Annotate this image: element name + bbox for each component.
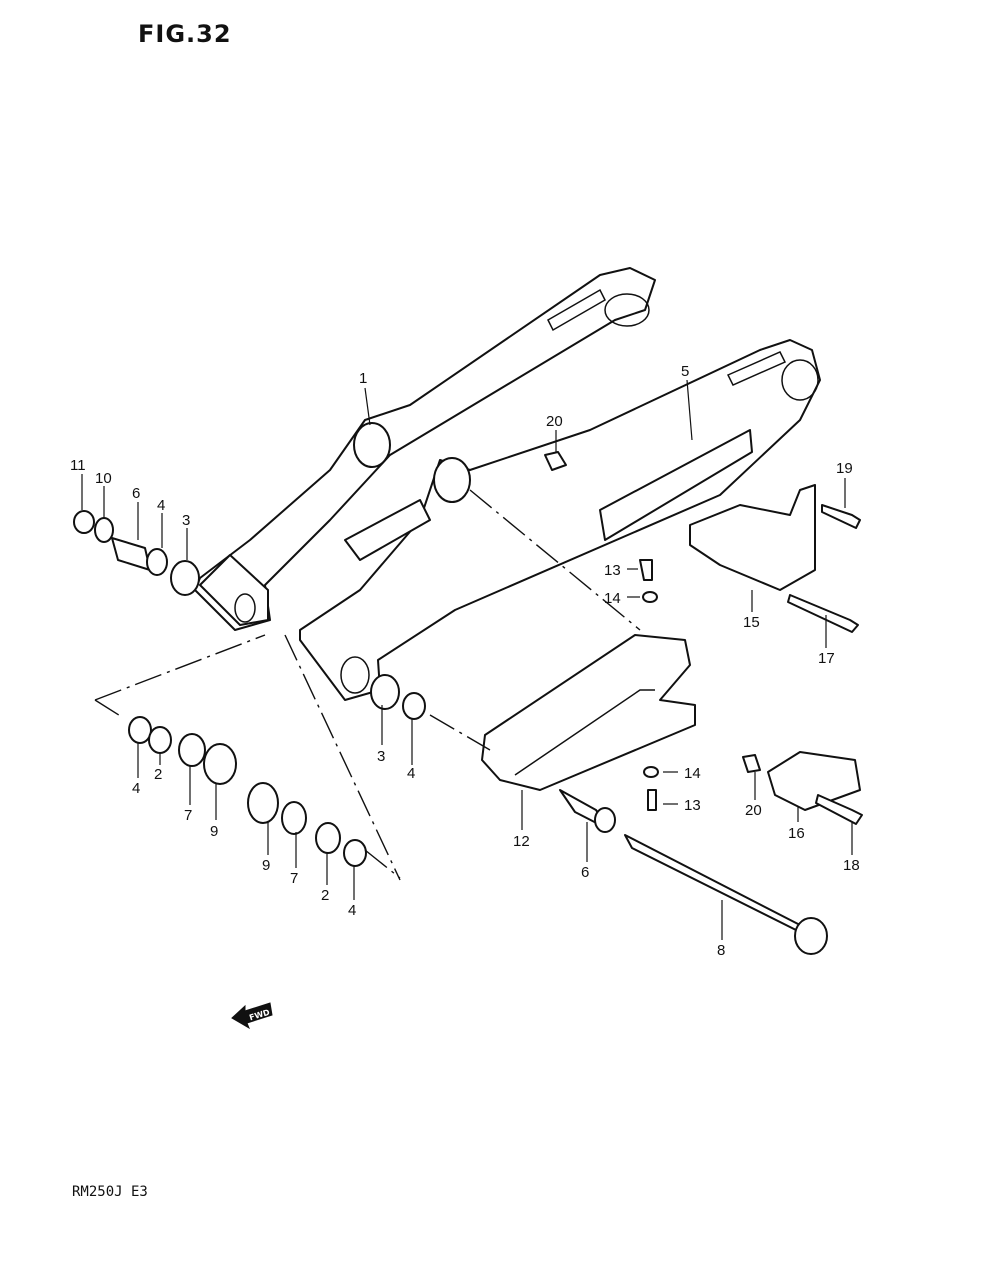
chain-guard-15 — [689, 484, 816, 591]
lower-middle-bearing-stack — [247, 782, 367, 867]
pivot-shaft-8 — [624, 834, 828, 955]
callout-16: 16 — [788, 825, 805, 842]
swingarm-right-arm — [299, 339, 821, 701]
callout-11: 11 — [70, 457, 86, 474]
callout-12: 12 — [513, 833, 530, 850]
callout-9-left: 9 — [210, 823, 218, 840]
small-fasteners — [544, 451, 863, 825]
callout-labels: 1 5 20 11 10 6 4 3 19 13 14 15 17 3 4 4 … — [70, 363, 860, 959]
callout-4-left: 4 — [132, 780, 140, 797]
callout-8: 8 — [717, 942, 725, 959]
callout-20-upper: 20 — [546, 413, 563, 430]
callout-2-mid: 2 — [321, 887, 329, 904]
callout-6-upper: 6 — [132, 485, 140, 502]
callout-18: 18 — [843, 857, 860, 874]
callout-3-upper: 3 — [182, 512, 190, 529]
callout-7-left: 7 — [184, 807, 192, 824]
left-pivot-hardware — [73, 510, 200, 596]
chain-guard-16 — [767, 751, 861, 811]
callout-10: 10 — [95, 470, 112, 487]
callout-19: 19 — [836, 460, 853, 477]
callout-5: 5 — [681, 363, 689, 380]
callout-1: 1 — [359, 370, 367, 387]
callout-20-lower: 20 — [745, 802, 762, 819]
callout-13-lower: 13 — [684, 797, 701, 814]
callout-4-mid: 4 — [407, 765, 415, 782]
callout-14-upper: 14 — [604, 590, 621, 607]
callout-13-upper: 13 — [604, 562, 621, 579]
swingarm-cross-member — [344, 499, 431, 561]
callout-2-left: 2 — [154, 766, 162, 783]
chain-buffer-12 — [481, 634, 696, 791]
figure-title: FIG.32 — [138, 20, 232, 48]
leader-lines — [81, 379, 853, 940]
callout-15: 15 — [743, 614, 760, 631]
swingarm-left-arm — [194, 267, 656, 631]
right-pivot-bearings — [370, 674, 426, 720]
callout-17: 17 — [818, 650, 835, 667]
model-code: RM250J E3 — [72, 1184, 148, 1200]
callout-3-lower: 3 — [377, 748, 385, 765]
callout-6-lower: 6 — [581, 864, 589, 881]
forward-arrow-icon: FWD — [231, 1002, 273, 1030]
lower-left-bearing-stack — [128, 716, 237, 785]
callout-9-mid: 9 — [262, 857, 270, 874]
callout-4-upper: 4 — [157, 497, 165, 514]
callout-14-lower: 14 — [684, 765, 701, 782]
callout-4-lower: 4 — [348, 902, 356, 919]
explode-lines — [94, 489, 641, 881]
callout-7-mid: 7 — [290, 870, 298, 887]
